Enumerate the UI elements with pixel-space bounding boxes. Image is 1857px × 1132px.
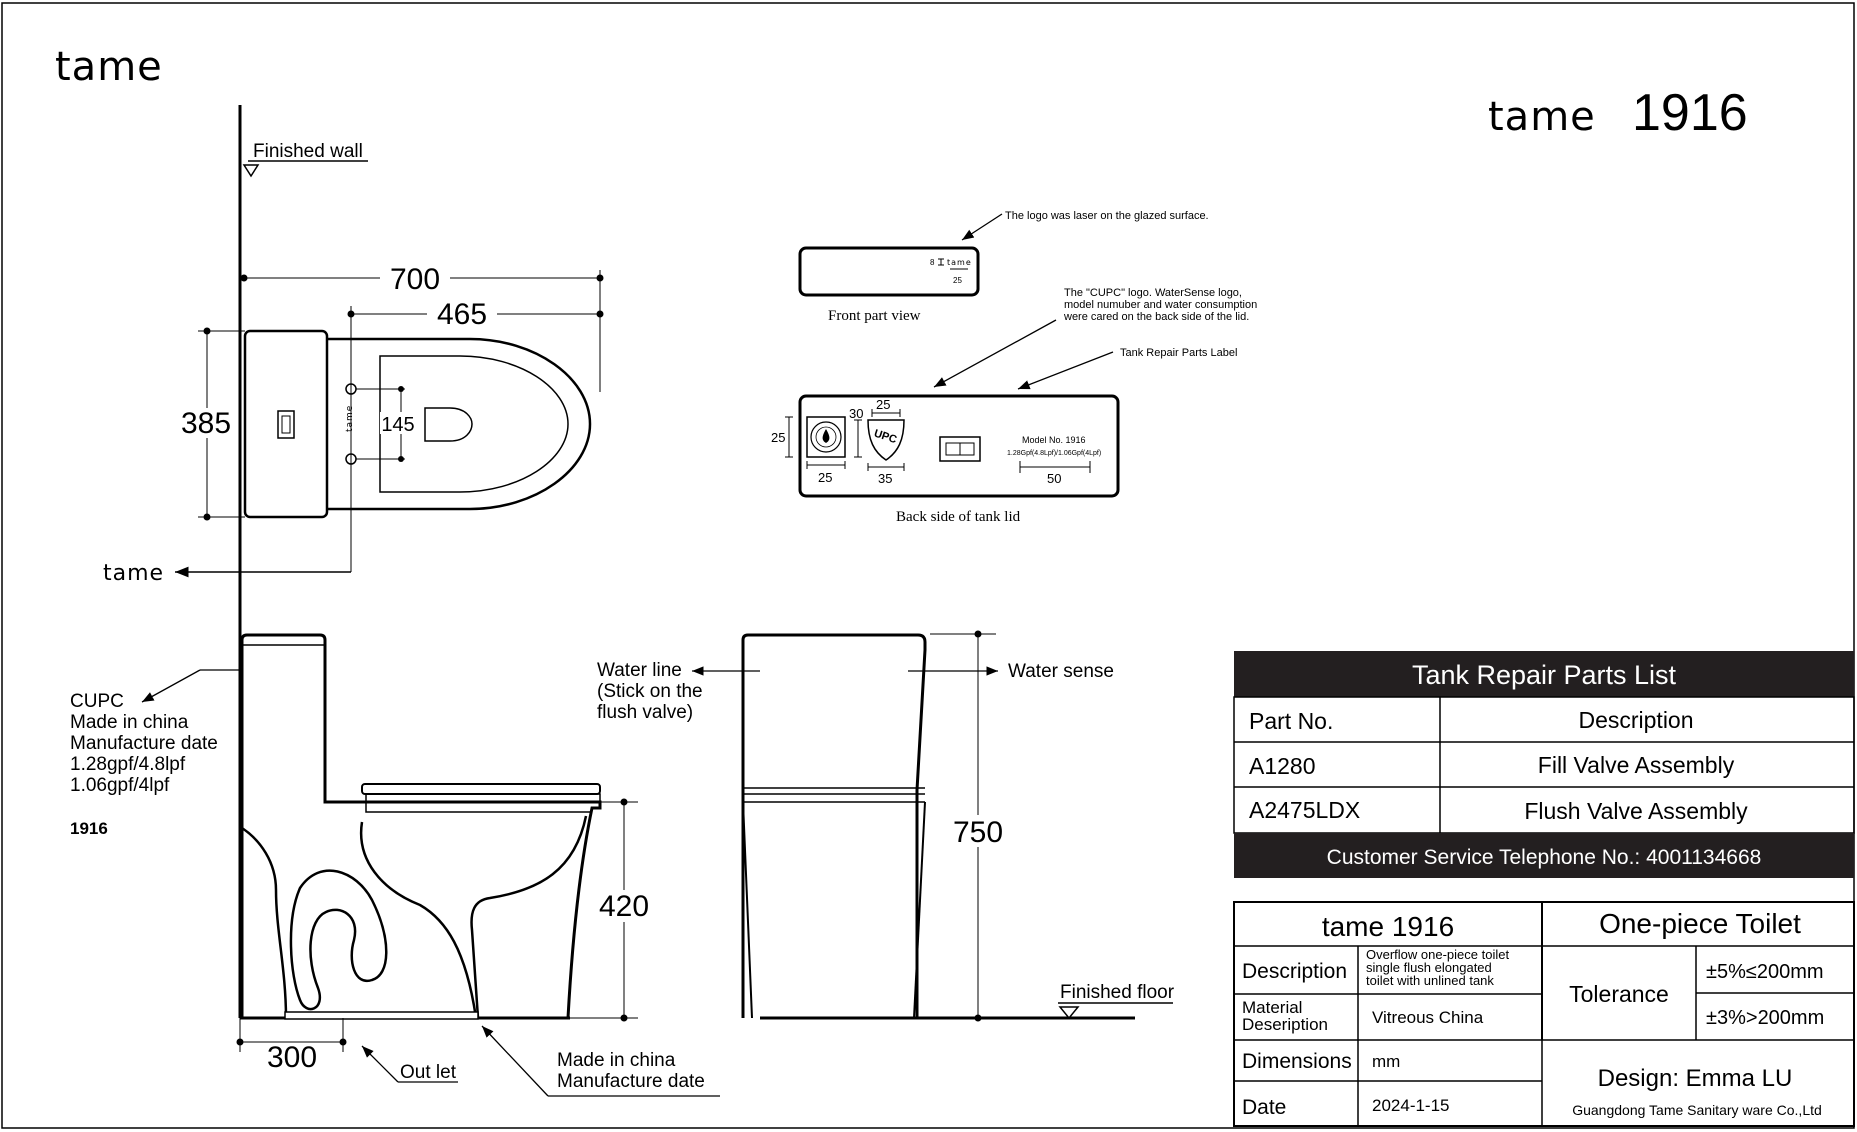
cupc-label-2: Made in china	[70, 712, 189, 733]
cupc-note-2: model numuber and water consumption	[1064, 299, 1257, 311]
tank-top-mark: tame	[345, 405, 355, 432]
repair-parts-label-icon	[939, 436, 981, 462]
cupc-note-1: The "CUPC" logo. WaterSense logo,	[1064, 287, 1242, 299]
spec-tolerance-2: ±3%>200mm	[1706, 1007, 1824, 1029]
laser-note: The logo was laser on the glazed surface…	[1005, 210, 1209, 222]
cupc-label-3: Manufacture date	[70, 733, 218, 754]
water-line-label-1: Water line	[597, 660, 682, 681]
dim-420: 420	[599, 890, 649, 923]
water-line-label-2: (Stick on the	[597, 681, 703, 702]
bowl-inner-outline	[379, 355, 569, 493]
wall-marker-icon	[242, 164, 260, 178]
front-part-outline	[798, 246, 980, 297]
spec-material-value: Vitreous China	[1372, 1008, 1484, 1027]
top-view: Finished wall 700 465 385 tame	[103, 105, 604, 1018]
side-model-number: 1916	[70, 819, 108, 838]
dim-25-bottom: 25	[818, 470, 832, 485]
spec-description-label: Description	[1242, 960, 1347, 983]
model-line: Model No. 1916	[1022, 435, 1086, 445]
drain-icon	[424, 407, 473, 442]
title-brand-logo: tame	[1488, 94, 1596, 140]
finished-floor-label: Finished floor	[1060, 982, 1175, 1003]
dim-30: 30	[849, 406, 863, 421]
upc-shield-logo	[867, 419, 905, 461]
front-logo: tame	[947, 258, 972, 267]
parts-header-part: Part No.	[1249, 708, 1333, 734]
spec-design: Design: Emma LU	[1598, 1065, 1793, 1092]
spec-tolerance-1: ±5%≤200mm	[1706, 961, 1824, 983]
parts-table: Tank Repair Parts List Part No. Descript…	[1233, 651, 1855, 878]
tank-top-outline	[243, 329, 329, 519]
cupc-label-4: 1.28gpf/4.8lpf	[70, 754, 186, 775]
front-dim-8: 8	[930, 258, 935, 267]
watersense-logo	[806, 416, 846, 458]
dim-50: 50	[1047, 471, 1061, 486]
seat-lid-side	[361, 783, 601, 795]
water-drop-icon	[822, 429, 830, 443]
side-outline	[240, 633, 602, 1019]
lid-views: The logo was laser on the glazed surface…	[771, 210, 1257, 525]
water-sense-label: Water sense	[1008, 661, 1114, 682]
flush-button-icon	[277, 410, 295, 439]
dim-700: 700	[390, 263, 440, 296]
repair-label-note: Tank Repair Parts Label	[1120, 347, 1237, 359]
parts-row-2-part: A2475LDX	[1249, 797, 1360, 823]
brand-logo: tame	[55, 44, 163, 90]
floor-marker-icon	[1058, 1006, 1080, 1020]
parts-row-1-desc: Fill Valve Assembly	[1538, 752, 1735, 778]
side-view: CUPC Made in china Manufacture date 1.28…	[70, 633, 720, 1097]
dim-385: 385	[181, 407, 231, 440]
front-dim-25: 25	[953, 276, 962, 285]
customer-service-line: Customer Service Telephone No.: 40011346…	[1327, 846, 1762, 869]
parts-table-title: Tank Repair Parts List	[1412, 660, 1677, 690]
upc-text: UPC	[872, 428, 898, 447]
spec-dimensions-label: Dimensions	[1242, 1050, 1352, 1073]
dim-465: 465	[437, 298, 487, 331]
bowl-outer-outline	[327, 337, 592, 511]
cupc-note-3: were cared on the back side of the lid.	[1063, 311, 1249, 323]
spec-description-line-3: toilet with unlined tank	[1366, 973, 1494, 988]
parts-header-desc: Description	[1578, 707, 1693, 733]
back-side-label: Back side of tank lid	[896, 509, 1021, 525]
dim-300: 300	[267, 1041, 317, 1074]
spec-description-line-1: Overflow one-piece toilet	[1366, 947, 1509, 962]
outlet-label: Out let	[400, 1062, 457, 1083]
dim-145: 145	[381, 414, 414, 436]
dim-25-vertical: 25	[771, 430, 785, 445]
spec-dimensions-value: mm	[1372, 1052, 1400, 1071]
made-in-china-label-1: Made in china	[557, 1050, 676, 1071]
tame-arrow-label: tame	[103, 561, 164, 586]
siphon-outline	[289, 869, 388, 1011]
spec-product-type: One-piece Toilet	[1599, 908, 1801, 939]
parts-row-2-desc: Flush Valve Assembly	[1524, 798, 1748, 824]
made-in-china-label-2: Manufacture date	[557, 1071, 705, 1092]
cupc-label-1: CUPC	[70, 691, 124, 712]
spec-date-value: 2024-1-15	[1372, 1096, 1450, 1115]
water-line-label-3: flush valve)	[597, 702, 693, 723]
consumption-line: 1.28Gpf(4.8Lpf)/1.06Gpf(4Lpf)	[1007, 450, 1101, 457]
spec-material-label-2: Deseription	[1242, 1015, 1328, 1034]
front-outline	[741, 633, 927, 1018]
spec-model-title: tame 1916	[1322, 911, 1454, 942]
front-view: Water line (Stick on the flush valve) Wa…	[597, 630, 1175, 1022]
dim-750: 750	[953, 816, 1003, 849]
trapway-curve	[359, 821, 478, 1019]
parts-row-1-part: A1280	[1249, 753, 1316, 779]
spec-material-label-1: Material	[1242, 998, 1302, 1017]
spec-company: Guangdong Tame Sanitary ware Co.,Ltd	[1572, 1102, 1822, 1118]
spec-date-label: Date	[1242, 1096, 1286, 1119]
front-part-label: Front part view	[828, 308, 921, 324]
spec-tolerance-label: Tolerance	[1569, 981, 1669, 1007]
spec-description-line-2: single flush elongated	[1366, 960, 1492, 975]
back-side-outline	[798, 394, 1120, 498]
cupc-label-5: 1.06gpf/4lpf	[70, 775, 170, 796]
dim-25-top: 25	[876, 397, 890, 412]
finished-wall-label: Finished wall	[253, 141, 363, 162]
title-model-number: 1916	[1632, 84, 1748, 142]
dim-35: 35	[878, 471, 892, 486]
spec-table: tame 1916 One-piece Toilet Description O…	[1233, 901, 1855, 1127]
